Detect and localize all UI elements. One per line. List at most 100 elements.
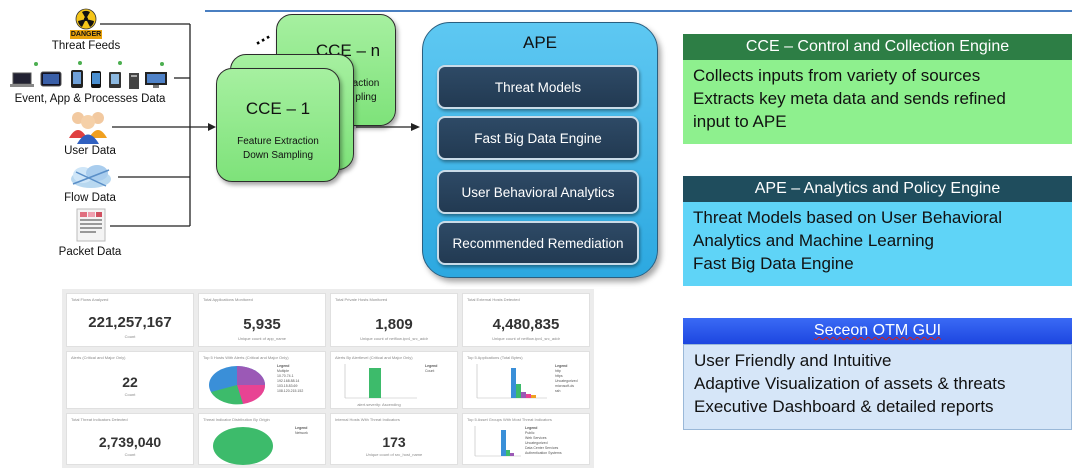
card-sub: alert.severity: Ascending bbox=[357, 402, 401, 407]
dash-card-asset-groups: Top 5 Asset Groups With Most Threat Indi… bbox=[462, 413, 590, 465]
legend-item: http bbox=[555, 369, 561, 373]
dash-card-external-hosts: Total External Hosts Detected 4,480,835 … bbox=[462, 293, 590, 347]
card-value: 22 bbox=[122, 374, 138, 390]
panel-cce-line: input to APE bbox=[693, 112, 787, 131]
cce-1-title: CCE – 1 bbox=[245, 99, 311, 118]
card-sub: Unique count of src_host_name bbox=[365, 452, 423, 457]
packet-icon bbox=[76, 208, 106, 242]
dash-card-private-hosts: Total Private Hosts Monitored 1,809 Uniq… bbox=[330, 293, 458, 347]
dash-card-flows: Total Flows Analyzed 221,257,167 Count bbox=[66, 293, 194, 347]
ape-block: APE Threat Models Fast Big Data Engine U… bbox=[422, 22, 658, 278]
legend-item: Public bbox=[525, 431, 535, 435]
panel-ape-body: Threat Models based on User Behavioral A… bbox=[683, 202, 1072, 286]
alerts-legend: Legend Count bbox=[425, 364, 437, 374]
card-value: 4,480,835 bbox=[492, 316, 560, 333]
ape-item-threat-models: Threat Models bbox=[437, 65, 639, 109]
origin-legend: Legend Network bbox=[295, 426, 308, 436]
event-app-data-label: Event, App & Processes Data bbox=[14, 93, 166, 105]
apps-bar-chart bbox=[476, 364, 547, 399]
user-data-label: User Data bbox=[64, 145, 116, 157]
legend-title: Legend bbox=[425, 364, 438, 368]
legend-title: Legend bbox=[525, 426, 538, 430]
legend-item: 10.70.74.1 bbox=[277, 374, 294, 378]
dash-card-top-apps: Top 5 Applications (Total Bytes) Legend … bbox=[462, 351, 590, 409]
panel-ape-line: Fast Big Data Engine bbox=[693, 254, 854, 273]
card-title: Total Private Hosts Monitored bbox=[335, 297, 388, 302]
panel-cce-body: Collects inputs from variety of sources … bbox=[683, 60, 1072, 144]
legend-item: https bbox=[555, 374, 563, 378]
card-title: Alerts By Alertlevel (Critical and Major… bbox=[335, 355, 413, 360]
panel-gui-line: Executive Dashboard & detailed reports bbox=[694, 397, 994, 416]
origin-pie-chart bbox=[213, 427, 273, 465]
cce-1-box: CCE – 1 Feature Extraction Down Sampling bbox=[216, 68, 340, 182]
card-sub: Count bbox=[124, 334, 136, 339]
panel-cce-line: Extracts key meta data and sends refined bbox=[693, 89, 1006, 108]
ape-item-remediation: Recommended Remediation bbox=[437, 221, 639, 265]
cce-n-sub1: action bbox=[352, 78, 380, 89]
assets-legend: Legend Public Web Services Uncategorized… bbox=[525, 426, 562, 456]
card-title: Total Applications Monitored bbox=[203, 297, 253, 302]
dash-card-top-hosts: Top 5 Hosts With Alerts (Critical and Ma… bbox=[198, 351, 326, 409]
card-title: Total External Hosts Detected bbox=[467, 297, 520, 302]
cce-1-sub1: Feature Extraction bbox=[237, 136, 319, 147]
cce-1-sub2: Down Sampling bbox=[242, 150, 314, 161]
dash-card-origin: Threat Indicator Distribution By Origin … bbox=[198, 413, 326, 465]
card-title: Top 5 Asset Groups With Most Threat Indi… bbox=[467, 417, 552, 422]
users-icon bbox=[69, 112, 107, 144]
card-title: Total Flows Analyzed bbox=[71, 297, 109, 302]
legend-item: Count bbox=[425, 369, 435, 373]
legend-item: Network bbox=[295, 431, 308, 435]
panel-gui-body: User Friendly and Intuitive Adaptive Vis… bbox=[683, 344, 1072, 430]
card-title: Top 5 Hosts With Alerts (Critical and Ma… bbox=[203, 355, 289, 360]
legend-item: Uncategorized bbox=[525, 441, 548, 445]
assets-bar-chart bbox=[474, 426, 521, 457]
ape-item-fast-big-data: Fast Big Data Engine bbox=[437, 116, 639, 160]
flow-data-label: Flow Data bbox=[64, 192, 116, 204]
dash-card-alert-levels: Alerts By Alertlevel (Critical and Major… bbox=[330, 351, 458, 409]
card-sub: Unique count of netflow.ipv4_src_addr bbox=[360, 336, 428, 341]
legend-title: Legend bbox=[277, 364, 290, 368]
dash-card-alerts: Alerts (Critical and Major Only) 22 Coun… bbox=[66, 351, 194, 409]
legend-item: 103.15.83.69 bbox=[277, 384, 298, 388]
card-sub: Unique count of app_name bbox=[237, 336, 287, 341]
panel-cce-line: Collects inputs from variety of sources bbox=[693, 66, 981, 85]
card-value: 2,739,040 bbox=[98, 434, 162, 450]
card-sub: Unique count of netflow.ipv4_src_addr bbox=[492, 336, 560, 341]
legend-title: Legend bbox=[295, 426, 308, 430]
legend-item: 192.168.88.14 bbox=[277, 379, 300, 383]
cce-n-sub2: pling bbox=[355, 92, 377, 103]
legend-item: ssh bbox=[555, 389, 561, 393]
cloud-flow-icon bbox=[71, 165, 111, 188]
connector-lines bbox=[100, 23, 420, 227]
legend-item: Web Services bbox=[525, 436, 547, 440]
legend-item: Authentication Systems bbox=[525, 451, 562, 455]
hosts-legend: Legend Multiple 10.70.74.1 192.168.88.14… bbox=[277, 364, 303, 394]
card-value: 221,257,167 bbox=[88, 314, 172, 331]
legend-item: Uncategorized bbox=[555, 379, 578, 383]
radiation-icon bbox=[75, 8, 97, 30]
dash-card-threat-indicators: Total Threat Indicators Detected 2,739,0… bbox=[66, 413, 194, 465]
dash-card-apps: Total Applications Monitored 5,935 Uniqu… bbox=[198, 293, 326, 347]
dashboard-thumbnail: Total Flows Analyzed 221,257,167 Count T… bbox=[62, 289, 594, 468]
card-value: 173 bbox=[382, 434, 406, 450]
threat-feeds-label: Threat Feeds bbox=[51, 40, 121, 52]
hosts-pie-chart bbox=[209, 366, 266, 405]
legend-item: Data Center Services bbox=[525, 446, 559, 450]
panel-ape-header: APE – Analytics and Policy Engine bbox=[683, 176, 1072, 202]
card-title: Total Threat Indicators Detected bbox=[71, 417, 128, 422]
panel-ape-line: Analytics and Machine Learning bbox=[693, 231, 934, 250]
panel-gui-line: Adaptive Visualization of assets & threa… bbox=[694, 374, 1006, 393]
card-sub: Count bbox=[124, 392, 136, 397]
legend-item: microsoft-ds bbox=[555, 384, 575, 388]
card-value: 1,809 bbox=[375, 316, 413, 333]
panel-gui-line: User Friendly and Intuitive bbox=[694, 351, 892, 370]
card-title: Internal Hosts With Threat Indicators bbox=[335, 417, 400, 422]
panel-ape-line: Threat Models based on User Behavioral bbox=[693, 208, 1002, 227]
panel-cce-header: CCE – Control and Collection Engine bbox=[683, 34, 1072, 60]
legend-item: Multiple bbox=[277, 369, 290, 373]
card-sub: Count bbox=[124, 452, 136, 457]
card-title: Alerts (Critical and Major Only) bbox=[71, 355, 126, 360]
card-title: Threat Indicator Distribution By Origin bbox=[203, 417, 270, 422]
panel-gui-header: Seceon OTM GUI bbox=[683, 318, 1072, 344]
ape-title: APE bbox=[522, 33, 558, 52]
